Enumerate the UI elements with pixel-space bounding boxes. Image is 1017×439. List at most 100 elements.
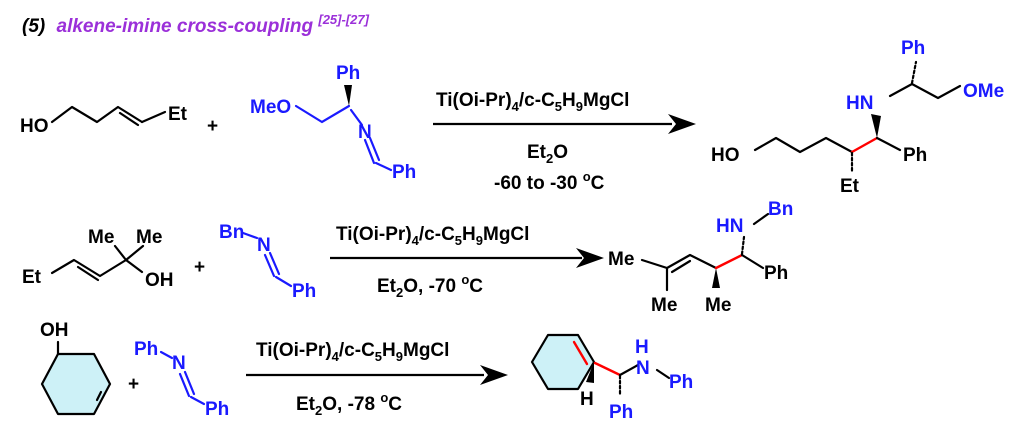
r2-alkene-me2: Me	[136, 227, 162, 248]
r3-product-ph-right: Ph	[669, 372, 693, 393]
r1-product-chain	[753, 136, 854, 154]
r1-alkene: HO Et	[20, 104, 188, 137]
r3-imine-bond-ph	[159, 350, 174, 360]
r3-imine: Ph N Ph	[134, 339, 229, 420]
r3-product-h-top: H	[635, 337, 649, 358]
r1-product-bond-ph	[875, 136, 902, 152]
r1-imine-double-bond	[363, 136, 381, 165]
r1-imine-ph-bottom: Ph	[392, 162, 416, 183]
r1-imine-n: N	[358, 122, 372, 143]
r1-product-et: Et	[840, 176, 860, 197]
r3-cyclohexene-ring	[40, 352, 112, 416]
r1-alkene-double-bond	[118, 111, 140, 127]
r2-alkene-chain	[50, 258, 128, 278]
section-refs: [25]-[27]	[317, 12, 369, 27]
r1-reagent: Ti(Oi-Pr)4/c-C5H9MgCl	[436, 90, 629, 114]
r3-imine-bond-ph2	[189, 395, 206, 406]
section-title-text: alkene-imine cross-coupling	[57, 16, 314, 37]
r3-product-ring-double-bond	[572, 340, 589, 366]
r3-oh: OH	[40, 320, 69, 341]
r1-product-ome: OMe	[963, 81, 1004, 102]
r2-imine-double-bond	[263, 251, 281, 278]
r1-product-ph-top: Ph	[901, 38, 925, 59]
r2-product-me-left: Me	[608, 249, 634, 270]
r1-imine-bond-ph	[374, 161, 393, 172]
r1-temperature: -60 to -30 oC	[494, 169, 605, 194]
r3-imine-ph-bottom: Ph	[205, 399, 229, 420]
r2-product-me-low1: Me	[651, 295, 677, 316]
r3-arrow-head	[480, 365, 508, 385]
r3-product-h-low: H	[580, 389, 594, 410]
r2-product-hn: HN	[716, 216, 743, 237]
r3-product-bond-n	[618, 363, 640, 377]
r2-reagent: Ti(Oi-Pr)4/c-C5H9MgCl	[336, 224, 529, 248]
r3-imine-n: N	[172, 353, 186, 374]
r3-product-n: N	[636, 358, 650, 379]
reaction-3: OH + Ph N Ph Ti(Oi-Pr)4/c-C5H9MgCl Et2O,…	[40, 320, 693, 423]
r1-imine-meo: MeO	[250, 97, 291, 118]
r3-reagent: Ti(Oi-Pr)4/c-C5H9MgCl	[256, 340, 449, 364]
r2-product-wedge-me	[712, 268, 720, 288]
r3-conditions: Et2O, -78 oC	[296, 390, 402, 418]
r1-imine-wedge	[344, 85, 352, 106]
r2-alkene-et: Et	[22, 267, 42, 288]
r1-alkene-ho: HO	[20, 116, 49, 137]
r1-imine-ph-top: Ph	[336, 63, 360, 84]
r1-product: HO HN Ph OMe Ph Et	[711, 38, 1004, 197]
r2-product-new-bond	[714, 253, 744, 270]
r3-alcohol: OH	[40, 320, 112, 416]
reaction-2: Me Me Et OH + Bn N Ph Ti(Oi-Pr)4/c-C5H9M…	[22, 199, 793, 316]
r1-imine: MeO Ph N Ph	[250, 63, 416, 183]
r1-alkene-et: Et	[168, 104, 188, 125]
r3-product-ph-low: Ph	[609, 402, 633, 423]
r2-arrow-head	[576, 248, 604, 268]
r1-product-ho: HO	[711, 145, 740, 166]
r2-product-bond-bn	[752, 212, 770, 226]
r2-product-bond-ph	[740, 253, 765, 270]
r1-arrow-group: Ti(Oi-Pr)4/c-C5H9MgCl Et2O -60 to -30 oC	[433, 90, 696, 194]
r2-product-me-low2: Me	[705, 295, 731, 316]
r2-alkene-quaternary	[113, 244, 145, 274]
r2-product-double-bond	[670, 259, 692, 274]
r1-product-hash-ph	[910, 60, 918, 85]
r1-product-new-bond	[850, 136, 879, 154]
r1-alkene-chain	[50, 105, 144, 124]
r3-imine-double-bond	[178, 370, 196, 398]
r1-product-ph-right: Ph	[903, 145, 927, 166]
r1-product-bond-hn	[888, 82, 914, 98]
r1-imine-backbone	[294, 104, 351, 124]
r3-imine-ph-top: Ph	[134, 339, 158, 360]
r3-product-new-bond	[593, 361, 622, 377]
r2-conditions: Et2O, -70 oC	[377, 272, 483, 300]
r2-product-ph: Ph	[764, 263, 788, 284]
r1-product-bond-ome	[910, 82, 962, 100]
section-title: (5) alkene-imine cross-coupling [25]-[27…	[22, 12, 370, 37]
r2-product-bn: Bn	[768, 199, 793, 220]
r1-plus: +	[207, 116, 218, 137]
section-number: (5)	[22, 16, 45, 37]
r3-product-wedge-h	[586, 362, 594, 383]
r2-alkene: Me Me Et OH	[22, 227, 174, 291]
r2-imine-bn: Bn	[219, 222, 244, 243]
r2-alkene-double-bond	[76, 265, 100, 282]
r1-arrow-head	[668, 114, 696, 134]
r1-imine-cn	[349, 108, 364, 127]
r3-ring-double-bond	[95, 390, 103, 402]
r3-product: H N Ph H Ph	[530, 333, 693, 423]
r2-imine-ph: Ph	[292, 281, 316, 302]
r2-imine-bond-ph	[274, 275, 293, 288]
r1-product-wedge-n	[871, 114, 881, 138]
r3-plus: +	[128, 374, 139, 395]
r2-imine-n: N	[257, 235, 271, 256]
r2-imine: Bn N Ph	[219, 222, 316, 302]
r3-product-bond-ph	[655, 368, 671, 380]
r2-product-chain	[640, 253, 718, 292]
r1-product-hn: HN	[846, 93, 873, 114]
r1-alkene-bond-et	[140, 110, 167, 124]
r2-plus: +	[194, 257, 205, 278]
r3-arrow-group: Ti(Oi-Pr)4/c-C5H9MgCl Et2O, -78 oC	[246, 340, 508, 418]
r1-solvent: Et2O	[527, 142, 568, 166]
r2-imine-bond-bn	[241, 231, 259, 240]
reaction-1: HO Et + MeO Ph N Ph Ti(Oi-Pr)4/c-C5H9MgC…	[20, 38, 1004, 197]
